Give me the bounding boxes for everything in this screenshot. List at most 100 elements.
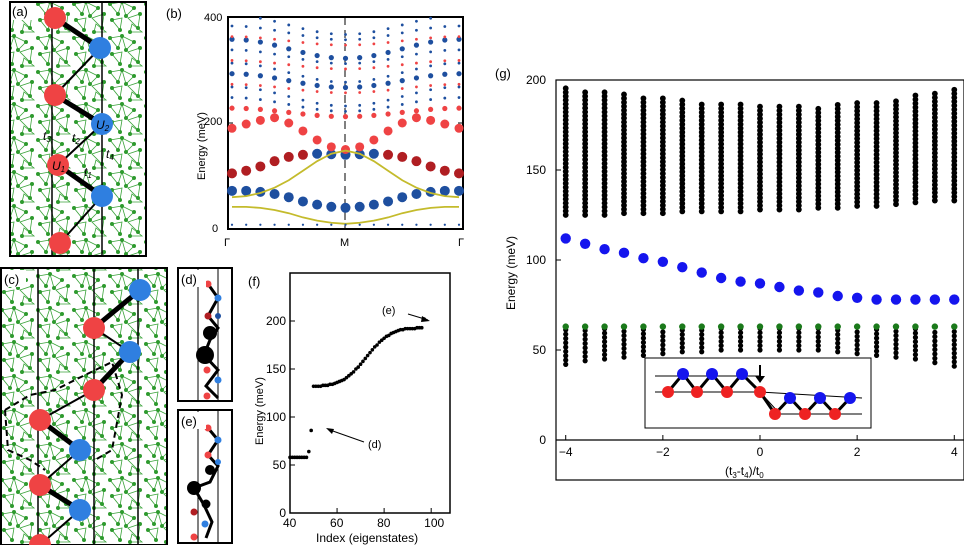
eigenstate-scatter <box>288 317 426 460</box>
band-point <box>315 107 319 111</box>
continuum-point <box>699 336 705 342</box>
black-site-large <box>187 481 201 495</box>
green-mode-point <box>640 323 647 330</box>
continuum-point <box>718 347 724 353</box>
band-point <box>415 100 418 104</box>
band-point <box>244 62 248 66</box>
chain-path <box>191 427 220 539</box>
band-point <box>271 108 278 114</box>
band-point <box>457 85 461 89</box>
black-site-large <box>196 346 214 364</box>
band-point <box>457 59 461 62</box>
band-point <box>273 100 276 104</box>
red-site <box>190 533 198 541</box>
red-site <box>204 312 212 320</box>
band-point <box>372 42 376 46</box>
panel-b: (b) 400 200 0 Γ M Γ Energy (meV) <box>166 6 464 249</box>
red-site <box>83 317 105 339</box>
continuum-point <box>951 363 957 369</box>
band-point <box>301 57 305 61</box>
band-point <box>244 96 248 100</box>
band-point <box>399 46 405 52</box>
band-point <box>314 82 320 89</box>
y-tick-label: 0 <box>539 433 546 447</box>
y-tick-400: 400 <box>204 12 222 24</box>
band-point <box>372 77 376 81</box>
band-point <box>397 192 408 203</box>
y-axis-label-b: Energy (meV) <box>196 112 208 180</box>
continuum-point <box>582 332 588 338</box>
continuum-point <box>718 334 724 340</box>
continuum-point <box>737 101 744 108</box>
band-point <box>315 90 319 93</box>
band-point <box>340 202 351 213</box>
bound-state-point <box>599 244 610 255</box>
bound-state-point <box>579 238 591 249</box>
band-point <box>358 223 361 226</box>
band-point <box>442 37 448 43</box>
band-point <box>283 151 294 162</box>
label-bg <box>2 270 26 287</box>
continuum-point <box>582 349 588 355</box>
y-tick-label: 50 <box>273 458 287 472</box>
y-tick-0: 0 <box>212 223 218 235</box>
continuum-point <box>815 334 821 340</box>
band-point <box>330 223 333 226</box>
continuum-point <box>951 337 957 343</box>
band-point <box>400 23 404 27</box>
band-point <box>230 59 234 62</box>
band-point <box>257 106 263 113</box>
band-point <box>243 37 249 43</box>
band-point <box>241 165 252 176</box>
band-point <box>273 85 276 89</box>
band-point <box>415 52 418 56</box>
continuum-point <box>582 345 588 351</box>
green-mode-point <box>717 323 725 330</box>
blue-site <box>784 392 796 404</box>
continuum-point <box>815 330 821 336</box>
continuum-point <box>621 345 627 352</box>
continuum-point <box>737 330 744 336</box>
x-tick-label: −4 <box>559 445 573 459</box>
x-tick-label: 100 <box>424 516 444 530</box>
band-point <box>429 26 433 30</box>
continuum-point <box>640 348 647 354</box>
band-point <box>426 115 436 125</box>
band-point <box>358 103 362 107</box>
band-point <box>413 75 420 81</box>
band-point <box>401 223 404 226</box>
band-point <box>355 142 365 152</box>
band-point <box>369 135 379 145</box>
blue-site <box>844 392 856 404</box>
band-point <box>386 64 390 68</box>
blue-site <box>69 499 91 521</box>
band-point <box>301 34 305 37</box>
red-site <box>49 232 71 254</box>
red-site <box>799 408 811 420</box>
red-site <box>204 424 212 432</box>
band-point <box>287 95 291 98</box>
green-mode-point <box>892 323 900 330</box>
band-point <box>342 114 349 120</box>
band-point <box>258 26 262 30</box>
band-point <box>301 223 305 226</box>
y-axis-label-f: Energy (meV) <box>254 377 266 445</box>
band-point <box>443 62 447 66</box>
band-point <box>371 112 377 118</box>
continuum-point <box>621 337 627 343</box>
band-point <box>230 82 234 86</box>
band-point <box>358 80 362 83</box>
band-point <box>358 43 362 47</box>
continuum-point <box>582 336 588 342</box>
continuum-point <box>718 330 724 336</box>
lattice-background <box>1 268 167 545</box>
band-point <box>329 43 333 47</box>
panel-a-frame <box>9 1 147 257</box>
band-point <box>287 23 291 27</box>
band-point <box>230 35 234 39</box>
band-point <box>229 105 235 111</box>
continuum-point <box>679 331 685 338</box>
label-u2: U2 <box>96 118 110 133</box>
